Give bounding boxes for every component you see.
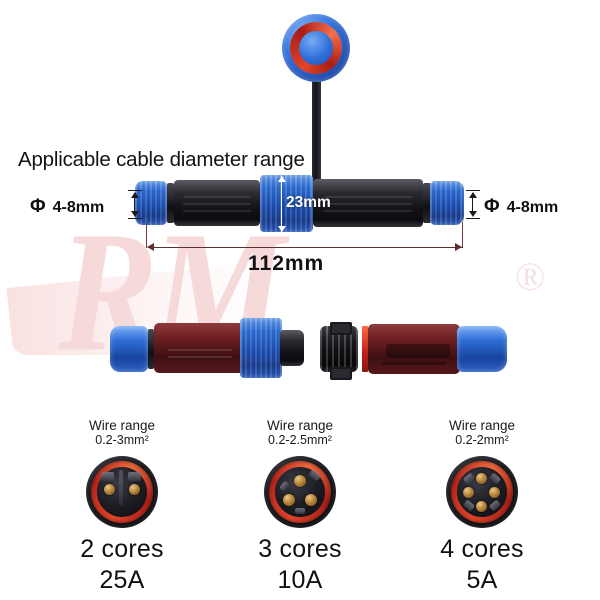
female-connector-half [110, 312, 305, 384]
cable-diameter-right-label: Φ 4-8mm [484, 196, 558, 218]
wire-range-value-3: 0.2-2.5mm² [268, 433, 332, 448]
cable-diameter-right-marker [466, 190, 480, 220]
wire-range-value-4: 0.2-2mm² [455, 433, 509, 448]
core-spec-2: Wire range 0.2-3mm² 2 cores 25A [22, 418, 222, 595]
dust-cap-center [299, 31, 333, 65]
terminal-screw [476, 472, 487, 484]
page-title: Applicable cable diameter range [18, 148, 305, 171]
body-diameter-label: 23mm [286, 194, 331, 211]
left-gland-collar [167, 183, 174, 223]
center-coupling-nut [260, 175, 313, 232]
right-body-collar [423, 183, 431, 223]
left-cable-gland [135, 181, 167, 225]
female-gland-collar [148, 329, 154, 369]
right-body-shell [313, 179, 423, 227]
female-cable-gland [110, 326, 148, 372]
phi-symbol-left-icon: Φ [30, 196, 46, 217]
terminal-screw [129, 483, 140, 495]
terminal-screw [104, 483, 115, 495]
current-rating-3: 10A [277, 565, 323, 594]
wire-range-value-2: 0.2-3mm² [95, 433, 149, 448]
wire-range-label-2: Wire range [88, 418, 156, 433]
cable-diameter-right-value: 4-8mm [506, 199, 559, 216]
cores-label-3: 3 cores [258, 534, 342, 563]
cap-tether-strap [312, 72, 321, 190]
cores-label-2: 2 cores [80, 534, 164, 563]
total-length-label: 112mm [248, 252, 325, 275]
male-connector-half [320, 312, 520, 384]
female-body-shell [154, 323, 246, 373]
current-rating-4: 5A [466, 565, 498, 594]
cores-label-4: 4 cores [440, 534, 524, 563]
assembled-connector [135, 172, 475, 234]
dust-cap-assembly [282, 14, 362, 190]
male-body-shell [368, 324, 460, 374]
terminal-screw [463, 486, 474, 498]
connector-face-2 [86, 455, 158, 528]
female-coupling-nut [240, 318, 282, 378]
cable-diameter-left-marker [128, 190, 142, 220]
right-cable-gland [430, 181, 464, 225]
terminal-screw [489, 486, 500, 498]
terminal-screw [305, 493, 317, 506]
terminal-screw [476, 500, 487, 512]
core-spec-4: Wire range 0.2-2mm² 4 cores 5A [382, 418, 582, 595]
wire-range-label-4: Wire range [448, 418, 516, 433]
terminal-screw [283, 493, 295, 506]
cable-diameter-left-label: Φ 4-8mm [30, 196, 104, 218]
cable-diameter-left-value: 4-8mm [52, 199, 105, 216]
male-cable-gland [457, 326, 507, 372]
male-locking-tab-bottom [330, 367, 352, 380]
female-socket-end [280, 330, 304, 366]
wire-range-label-3: Wire range [266, 418, 334, 433]
total-length-marker [146, 222, 466, 251]
phi-symbol-right-icon: Φ [484, 196, 500, 217]
male-locking-tab-top [330, 322, 352, 335]
left-body-shell [174, 180, 260, 226]
connector-face-4 [446, 455, 518, 528]
connector-face-3 [264, 455, 336, 528]
male-seal-ring [362, 326, 368, 372]
core-spec-3: Wire range 0.2-2.5mm² 3 cores 10A [200, 418, 400, 595]
current-rating-2: 25A [99, 565, 145, 594]
body-diameter-marker [277, 176, 287, 232]
terminal-screw [294, 474, 306, 487]
watermark-registered-icon: ® [515, 254, 546, 299]
